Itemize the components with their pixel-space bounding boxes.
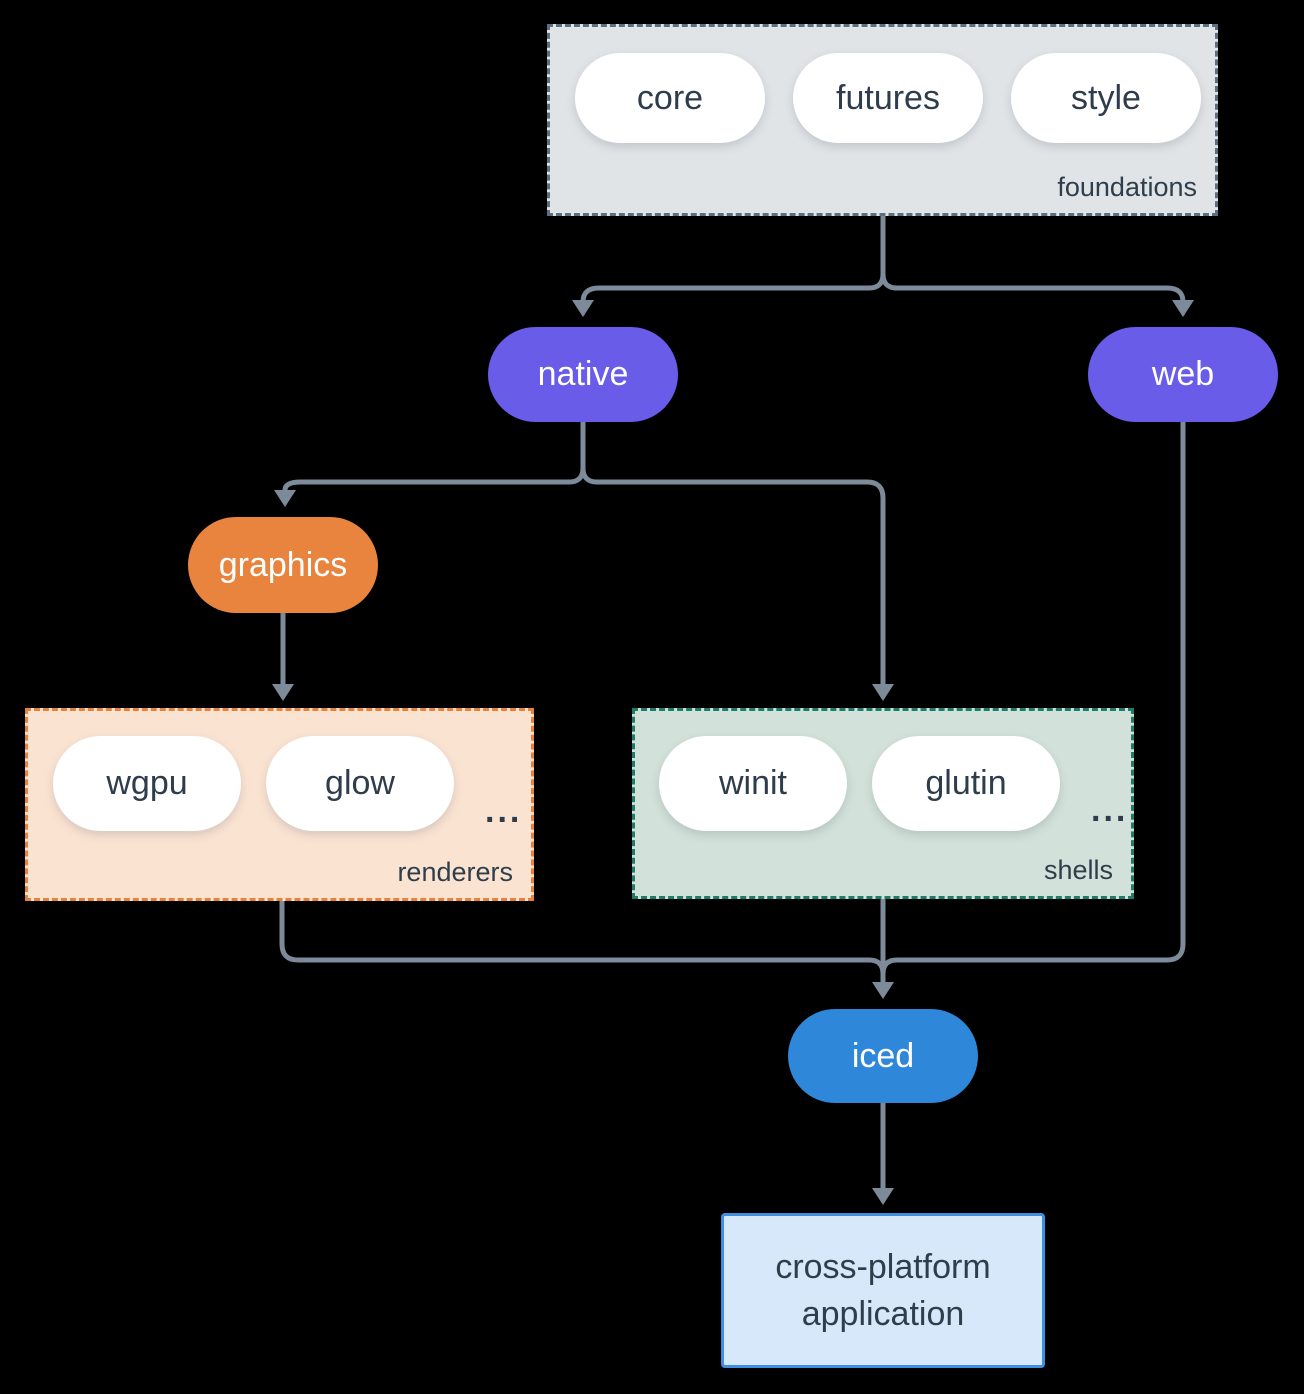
arrowhead-web (1172, 300, 1194, 317)
node-futures-label: futures (836, 78, 940, 117)
node-graphics-label: graphics (218, 545, 348, 584)
node-glow-label: glow (325, 764, 395, 802)
arrowhead-iced (872, 982, 894, 999)
renderers-ellipsis: ... (485, 791, 523, 830)
node-iced: iced (788, 1009, 978, 1103)
node-glutin: glutin (872, 736, 1060, 831)
node-winit: winit (659, 736, 847, 831)
arrow-renderers-to-iced (279, 901, 886, 975)
node-glow: glow (266, 736, 454, 831)
node-web: web (1088, 327, 1278, 422)
node-web-label: web (1151, 355, 1215, 393)
shells-group: winit glutin ... shells (632, 708, 1134, 899)
shells-ellipsis: ... (1091, 790, 1129, 829)
renderers-group-label: renderers (397, 857, 513, 887)
node-wgpu: wgpu (53, 736, 241, 831)
node-iced-label: iced (851, 1036, 915, 1075)
arrow-native-to-shells (580, 422, 886, 686)
arrow-foundations-to-web (880, 216, 1186, 303)
node-glutin-label: glutin (925, 764, 1007, 802)
arrowhead-graphics (274, 490, 296, 507)
arrowhead-renderers (272, 684, 294, 701)
cross-platform-application-label: cross-platform application (775, 1247, 991, 1333)
cross-platform-application-box: cross-platform application (721, 1213, 1045, 1368)
foundations-group: core futures style foundations (547, 24, 1218, 216)
node-core: core (575, 53, 765, 143)
node-native: native (488, 327, 678, 422)
arrowhead-application (872, 1188, 894, 1205)
foundations-group-label: foundations (1057, 172, 1197, 202)
node-native-label: native (537, 355, 629, 393)
node-style: style (1011, 53, 1201, 143)
arrow-native-to-graphics (282, 422, 586, 491)
node-graphics: graphics (188, 517, 378, 613)
node-wgpu-label: wgpu (106, 764, 188, 802)
renderers-group: wgpu glow ... renderers (25, 708, 534, 901)
node-winit-label: winit (718, 764, 788, 802)
node-style-label: style (1071, 78, 1141, 117)
node-core-label: core (636, 78, 704, 117)
shells-group-label: shells (1043, 855, 1113, 885)
arrowhead-native (572, 300, 594, 317)
arrow-foundations-to-native (580, 216, 886, 303)
arrowhead-shells (872, 684, 894, 701)
node-futures: futures (793, 53, 983, 143)
